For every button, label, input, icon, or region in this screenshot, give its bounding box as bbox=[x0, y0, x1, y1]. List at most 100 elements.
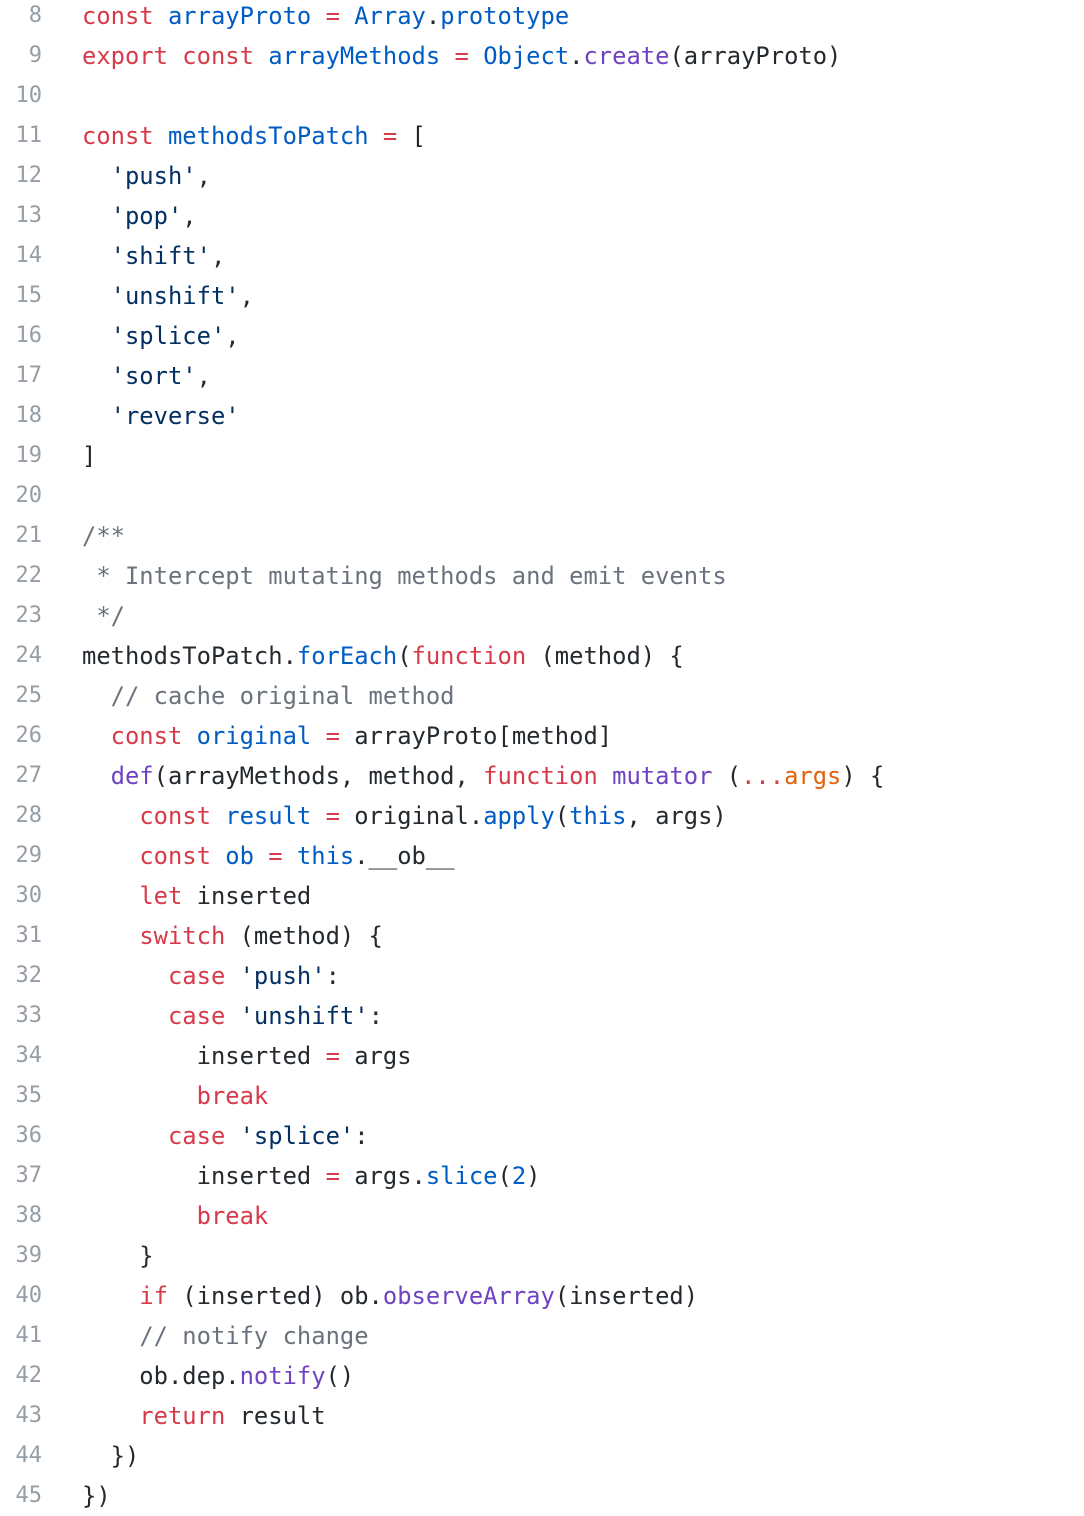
code-token-constant: original bbox=[196, 722, 312, 750]
line-number[interactable]: 40 bbox=[15, 1283, 43, 1308]
line-number[interactable]: 21 bbox=[15, 523, 43, 548]
line-number[interactable]: 22 bbox=[15, 563, 43, 588]
line-number[interactable]: 15 bbox=[15, 283, 43, 308]
line-number[interactable]: 32 bbox=[15, 963, 43, 988]
line-number[interactable]: 11 bbox=[15, 123, 43, 148]
line-number[interactable]: 12 bbox=[15, 163, 43, 188]
line-number[interactable]: 30 bbox=[15, 883, 43, 908]
code-token-keyword: = bbox=[325, 1162, 340, 1190]
line-number[interactable]: 16 bbox=[15, 323, 43, 348]
code-token-keyword: const bbox=[82, 122, 154, 150]
code-line: 23 */ bbox=[0, 596, 1084, 636]
line-code: * Intercept mutating methods and emit ev… bbox=[82, 556, 726, 596]
code-token-constant: arrayProto bbox=[167, 2, 312, 30]
code-token-keyword: let bbox=[139, 882, 183, 910]
line-number[interactable]: 33 bbox=[15, 1003, 43, 1028]
code-token-keyword: const bbox=[139, 842, 211, 870]
code-token-text bbox=[82, 282, 111, 310]
line-number[interactable]: 28 bbox=[15, 803, 43, 828]
code-token-keyword: const bbox=[139, 802, 211, 830]
code-line: 38 break bbox=[0, 1196, 1084, 1236]
line-number[interactable]: 8 bbox=[28, 3, 42, 28]
code-token-text: : bbox=[325, 962, 340, 990]
code-line: 43 return result bbox=[0, 1396, 1084, 1436]
code-line: 17 'sort', bbox=[0, 356, 1084, 396]
code-line: 21 /** bbox=[0, 516, 1084, 556]
line-number[interactable]: 39 bbox=[15, 1243, 43, 1268]
line-code: switch (method) { bbox=[82, 916, 383, 956]
code-line: 15 'unshift', bbox=[0, 276, 1084, 316]
line-number[interactable]: 42 bbox=[15, 1363, 43, 1388]
line-number[interactable]: 19 bbox=[15, 443, 43, 468]
code-token-text: (inserted) ob. bbox=[167, 1282, 383, 1310]
code-token-text bbox=[82, 242, 111, 270]
code-line: 10 bbox=[0, 76, 1084, 116]
line-code: */ bbox=[82, 596, 125, 636]
code-token-text bbox=[82, 722, 111, 750]
line-number[interactable]: 37 bbox=[15, 1163, 43, 1188]
line-number[interactable]: 13 bbox=[15, 203, 43, 228]
code-token-string: 'splice' bbox=[239, 1122, 355, 1150]
line-code: let inserted bbox=[82, 876, 311, 916]
line-code: 'sort', bbox=[82, 356, 211, 396]
code-token-constant: arrayMethods bbox=[268, 42, 441, 70]
line-number[interactable]: 18 bbox=[15, 403, 43, 428]
line-number[interactable]: 38 bbox=[15, 1203, 43, 1228]
code-line: 37 inserted = args.slice(2) bbox=[0, 1156, 1084, 1196]
line-code: /** bbox=[82, 516, 125, 556]
line-code: const ob = this.__ob__ bbox=[82, 836, 454, 876]
code-line: 35 break bbox=[0, 1076, 1084, 1116]
code-token-text bbox=[283, 842, 297, 870]
code-token-text: : bbox=[368, 1002, 383, 1030]
code-token-text: . bbox=[569, 42, 584, 70]
code-token-text: original. bbox=[339, 802, 484, 830]
code-token-string: 'sort' bbox=[110, 362, 197, 390]
code-token-text: ob.dep. bbox=[82, 1362, 240, 1390]
line-code: methodsToPatch.forEach(function (method)… bbox=[82, 636, 684, 676]
line-code: inserted = args bbox=[82, 1036, 412, 1076]
line-number[interactable]: 26 bbox=[15, 723, 43, 748]
line-number[interactable]: 44 bbox=[15, 1443, 43, 1468]
code-token-keyword: = bbox=[325, 2, 340, 30]
code-token-text bbox=[82, 1402, 139, 1430]
line-number[interactable]: 20 bbox=[15, 483, 43, 508]
code-token-text: ( bbox=[554, 802, 570, 830]
code-line: 28 const result = original.apply(this, a… bbox=[0, 796, 1084, 836]
line-number[interactable]: 31 bbox=[15, 923, 43, 948]
line-number[interactable]: 43 bbox=[15, 1403, 43, 1428]
line-code: }) bbox=[82, 1436, 140, 1476]
code-token-comment: // notify change bbox=[139, 1322, 369, 1350]
code-token-string: 'shift' bbox=[110, 242, 211, 270]
line-number[interactable]: 9 bbox=[28, 43, 42, 68]
line-code: }) bbox=[82, 1476, 111, 1516]
line-number[interactable]: 36 bbox=[15, 1123, 43, 1148]
line-number[interactable]: 14 bbox=[15, 243, 43, 268]
line-number[interactable]: 17 bbox=[15, 363, 43, 388]
line-number[interactable]: 25 bbox=[15, 683, 43, 708]
code-token-constant: Array bbox=[354, 2, 426, 30]
line-number[interactable]: 34 bbox=[15, 1043, 43, 1068]
line-number[interactable]: 27 bbox=[15, 763, 43, 788]
line-number[interactable]: 23 bbox=[15, 603, 43, 628]
code-token-keyword: const bbox=[182, 42, 254, 70]
line-number[interactable]: 24 bbox=[15, 643, 43, 668]
line-code: const result = original.apply(this, args… bbox=[82, 796, 726, 836]
code-token-text bbox=[82, 1202, 197, 1230]
code-line: 12 'push', bbox=[0, 156, 1084, 196]
code-token-keyword: export bbox=[82, 42, 168, 70]
line-number[interactable]: 10 bbox=[15, 83, 43, 108]
line-number[interactable]: 29 bbox=[15, 843, 43, 868]
line-number[interactable]: 45 bbox=[15, 1483, 43, 1508]
code-token-keyword: const bbox=[110, 722, 183, 750]
code-token-keyword: break bbox=[196, 1202, 269, 1230]
code-token-text bbox=[225, 1002, 239, 1030]
line-number[interactable]: 35 bbox=[15, 1083, 43, 1108]
code-token-parameter: args bbox=[784, 762, 842, 790]
line-number[interactable]: 41 bbox=[15, 1323, 43, 1348]
code-token-text: ( bbox=[397, 642, 412, 670]
code-token-keyword: case bbox=[167, 1002, 226, 1030]
code-token-text: result bbox=[225, 1402, 326, 1430]
code-token-text: (inserted) bbox=[554, 1282, 699, 1310]
